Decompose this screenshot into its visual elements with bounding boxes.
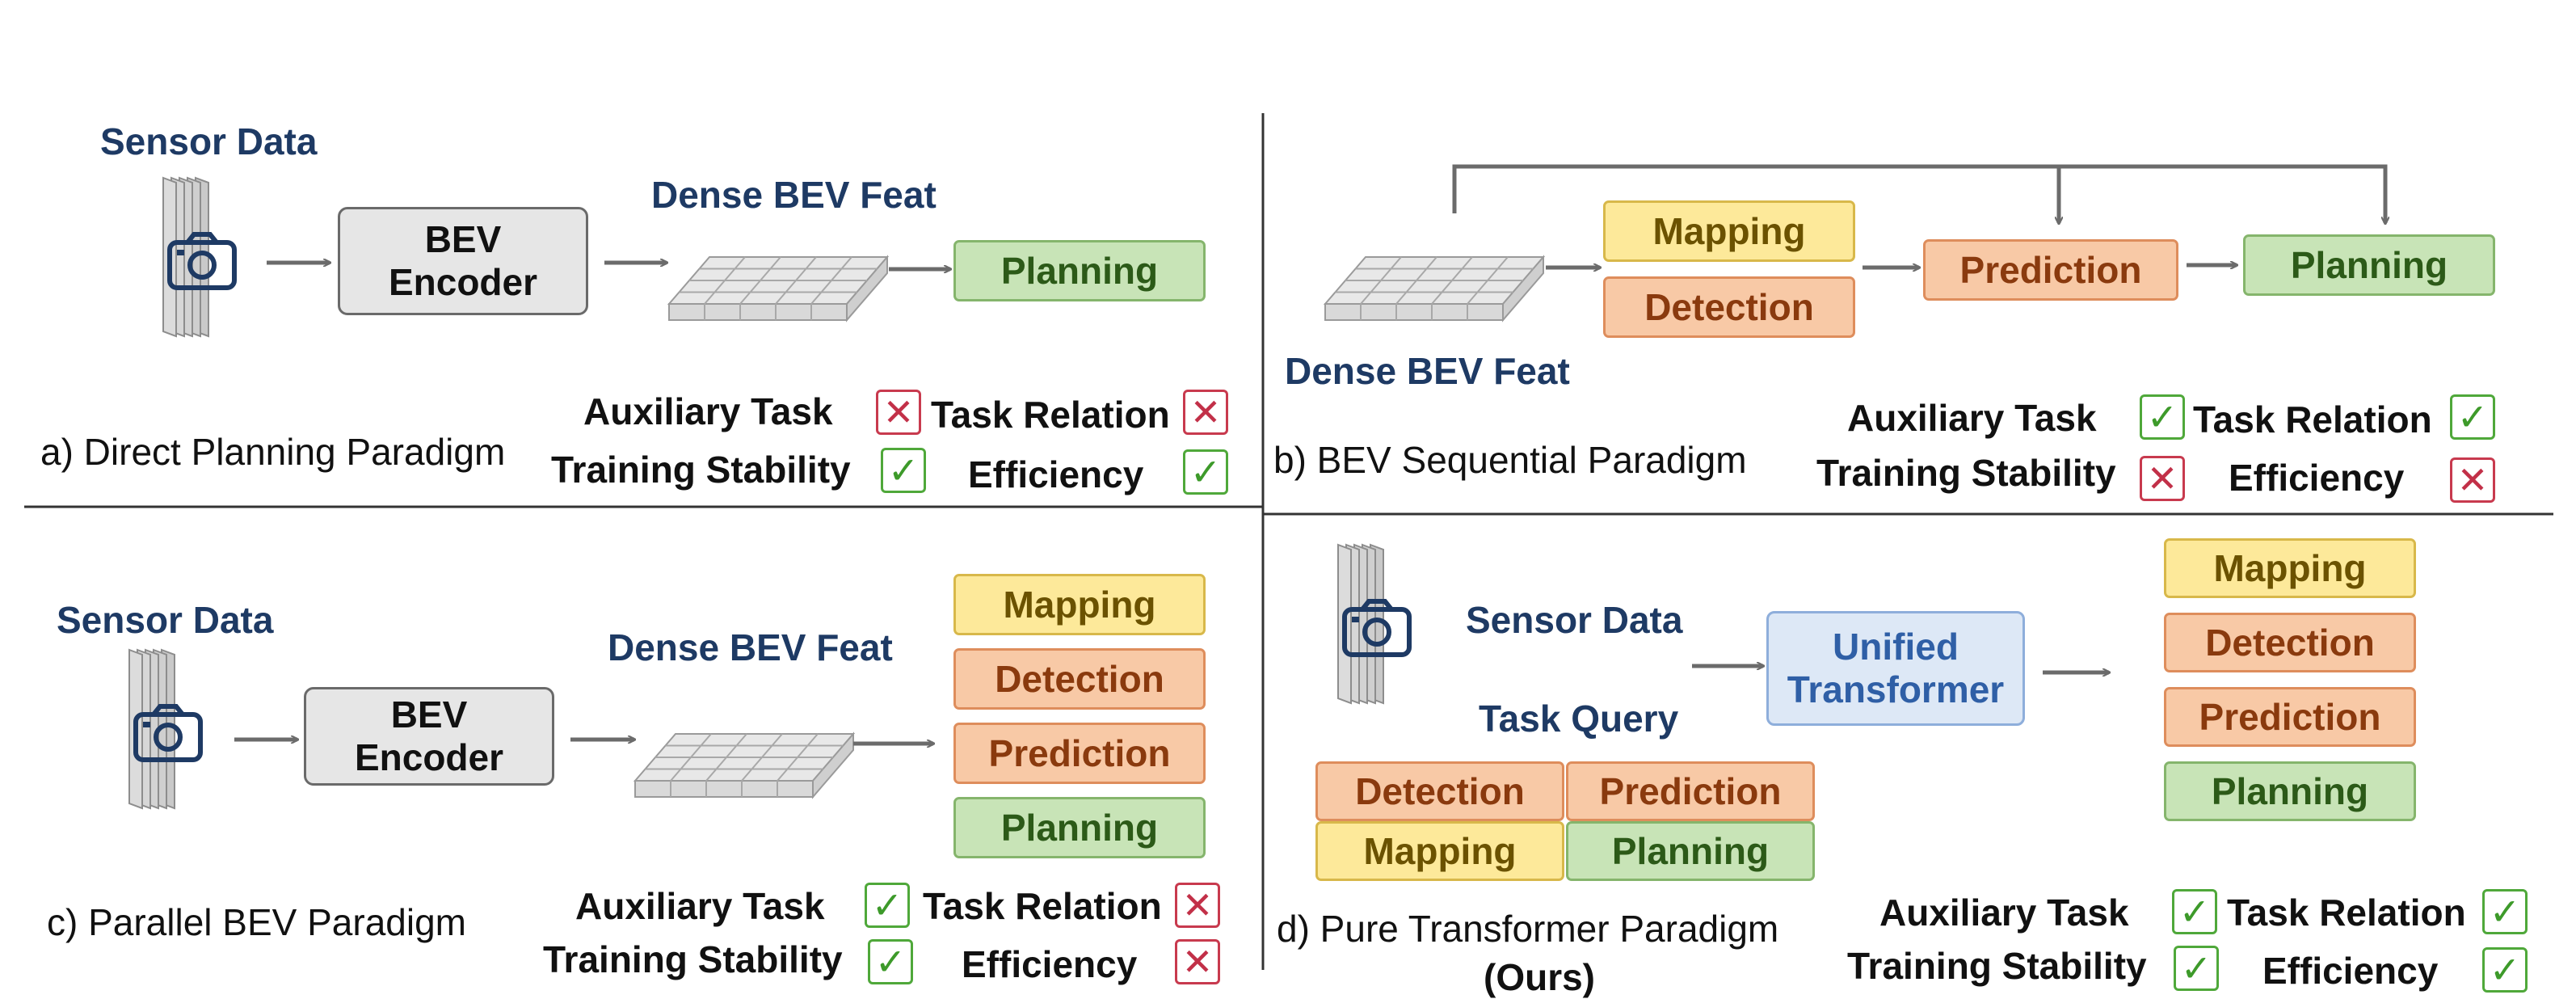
attr-training-stability-c: Training Stability bbox=[543, 938, 843, 980]
checkmark-icon: ✓ bbox=[2489, 891, 2521, 933]
mark-task-relation-a: ✕ bbox=[1183, 390, 1228, 435]
cross-icon: ✕ bbox=[2146, 457, 2178, 500]
mark-efficiency-a: ✓ bbox=[1183, 449, 1228, 495]
mark-efficiency-c: ✕ bbox=[1175, 939, 1220, 984]
mapping-box-c: Mapping bbox=[953, 574, 1206, 635]
planning-box-c: Planning bbox=[953, 797, 1206, 858]
caption-c: c) Parallel BEV Paradigm bbox=[47, 901, 466, 943]
mark-auxiliary-task-d: ✓ bbox=[2172, 889, 2217, 934]
detection-box-d: Detection bbox=[2164, 613, 2416, 672]
attr-auxiliary-task-c: Auxiliary Task bbox=[575, 885, 825, 927]
prediction-box-b: Prediction bbox=[1923, 239, 2178, 301]
caption-d-ours: (Ours) bbox=[1484, 956, 1595, 998]
attr-training-stability-a: Training Stability bbox=[551, 449, 851, 491]
diagram-graphics bbox=[24, 113, 2553, 970]
cross-icon: ✕ bbox=[1181, 941, 1214, 983]
caption-b: b) BEV Sequential Paradigm bbox=[1273, 439, 1747, 481]
caption-a: a) Direct Planning Paradigm bbox=[40, 431, 506, 473]
mark-task-relation-b: ✓ bbox=[2450, 394, 2495, 440]
mark-training-stability-c: ✓ bbox=[868, 939, 913, 984]
checkmark-icon: ✓ bbox=[2489, 949, 2521, 991]
checkmark-icon: ✓ bbox=[2456, 396, 2489, 438]
bev-encoder-c: BEV Encoder bbox=[304, 687, 554, 786]
attr-task-relation-b: Task Relation bbox=[2193, 398, 2432, 440]
checkmark-icon: ✓ bbox=[2180, 947, 2212, 989]
planning-box-d: Planning bbox=[2164, 761, 2416, 821]
prediction-box-c: Prediction bbox=[953, 723, 1206, 784]
attr-task-relation-d: Task Relation bbox=[2227, 892, 2466, 934]
mark-task-relation-d: ✓ bbox=[2482, 889, 2528, 934]
mark-training-stability-d: ✓ bbox=[2174, 946, 2219, 991]
mark-auxiliary-task-c: ✓ bbox=[865, 883, 910, 928]
attr-efficiency-c: Efficiency bbox=[962, 943, 1138, 985]
mapping-box-b: Mapping bbox=[1603, 200, 1855, 262]
cross-icon: ✕ bbox=[1181, 884, 1214, 926]
mark-training-stability-a: ✓ bbox=[881, 448, 926, 493]
attr-auxiliary-task-a: Auxiliary Task bbox=[583, 390, 833, 432]
detection-query-d: Detection bbox=[1315, 761, 1564, 821]
cross-icon: ✕ bbox=[2456, 459, 2489, 501]
mark-efficiency-b: ✕ bbox=[2450, 457, 2495, 503]
detection-box-c: Detection bbox=[953, 648, 1206, 710]
checkmark-icon: ✓ bbox=[874, 941, 907, 983]
attr-training-stability-d: Training Stability bbox=[1847, 945, 2147, 987]
checkmark-icon: ✓ bbox=[2178, 891, 2211, 933]
attr-efficiency-b: Efficiency bbox=[2229, 457, 2405, 499]
detection-box-b: Detection bbox=[1603, 276, 1855, 338]
sensor-data-label-c: Sensor Data bbox=[57, 599, 274, 641]
checkmark-icon: ✓ bbox=[887, 449, 920, 491]
attr-efficiency-a: Efficiency bbox=[968, 453, 1144, 495]
mark-task-relation-c: ✕ bbox=[1175, 883, 1220, 928]
sensor-data-label-a: Sensor Data bbox=[100, 120, 318, 162]
bev-encoder-a: BEV Encoder bbox=[338, 207, 588, 315]
mapping-query-d: Mapping bbox=[1315, 821, 1564, 881]
camera-icon-c bbox=[129, 650, 200, 808]
bev-grid-icon-b bbox=[1324, 256, 1544, 321]
mark-auxiliary-task-a: ✕ bbox=[876, 390, 921, 435]
cross-icon: ✕ bbox=[882, 391, 915, 433]
bev-grid-icon-a bbox=[668, 256, 888, 321]
mark-efficiency-d: ✓ bbox=[2482, 947, 2528, 993]
dense-bev-feat-label-c: Dense BEV Feat bbox=[608, 626, 893, 668]
checkmark-icon: ✓ bbox=[871, 884, 903, 926]
unified-transformer-box-d: Unified Transformer bbox=[1766, 611, 2025, 726]
planning-box-a: Planning bbox=[953, 240, 1206, 301]
mapping-box-d: Mapping bbox=[2164, 538, 2416, 598]
attr-auxiliary-task-b: Auxiliary Task bbox=[1847, 397, 2097, 439]
task-query-label-d: Task Query bbox=[1479, 698, 1679, 740]
planning-box-b: Planning bbox=[2243, 234, 2495, 296]
attr-task-relation-a: Task Relation bbox=[931, 394, 1170, 436]
attr-training-stability-b: Training Stability bbox=[1816, 452, 2116, 494]
attr-efficiency-d: Efficiency bbox=[2262, 950, 2439, 992]
mark-training-stability-b: ✕ bbox=[2140, 456, 2185, 501]
attr-task-relation-c: Task Relation bbox=[923, 885, 1162, 927]
checkmark-icon: ✓ bbox=[2146, 396, 2178, 438]
prediction-query-d: Prediction bbox=[1566, 761, 1815, 821]
checkmark-icon: ✓ bbox=[1189, 451, 1222, 493]
cross-icon: ✕ bbox=[1189, 391, 1222, 433]
caption-d: d) Pure Transformer Paradigm bbox=[1277, 908, 1779, 950]
dense-bev-feat-label-a: Dense BEV Feat bbox=[651, 174, 937, 216]
planning-query-d: Planning bbox=[1566, 821, 1815, 881]
camera-icon-d bbox=[1338, 545, 1409, 703]
camera-icon-a bbox=[163, 178, 234, 336]
mark-auxiliary-task-b: ✓ bbox=[2140, 394, 2185, 440]
prediction-box-d: Prediction bbox=[2164, 687, 2416, 747]
dense-bev-feat-label-b: Dense BEV Feat bbox=[1285, 350, 1570, 392]
sensor-data-label-d: Sensor Data bbox=[1466, 599, 1683, 641]
bev-grid-icon-c bbox=[634, 733, 854, 798]
attr-auxiliary-task-d: Auxiliary Task bbox=[1879, 892, 2129, 934]
